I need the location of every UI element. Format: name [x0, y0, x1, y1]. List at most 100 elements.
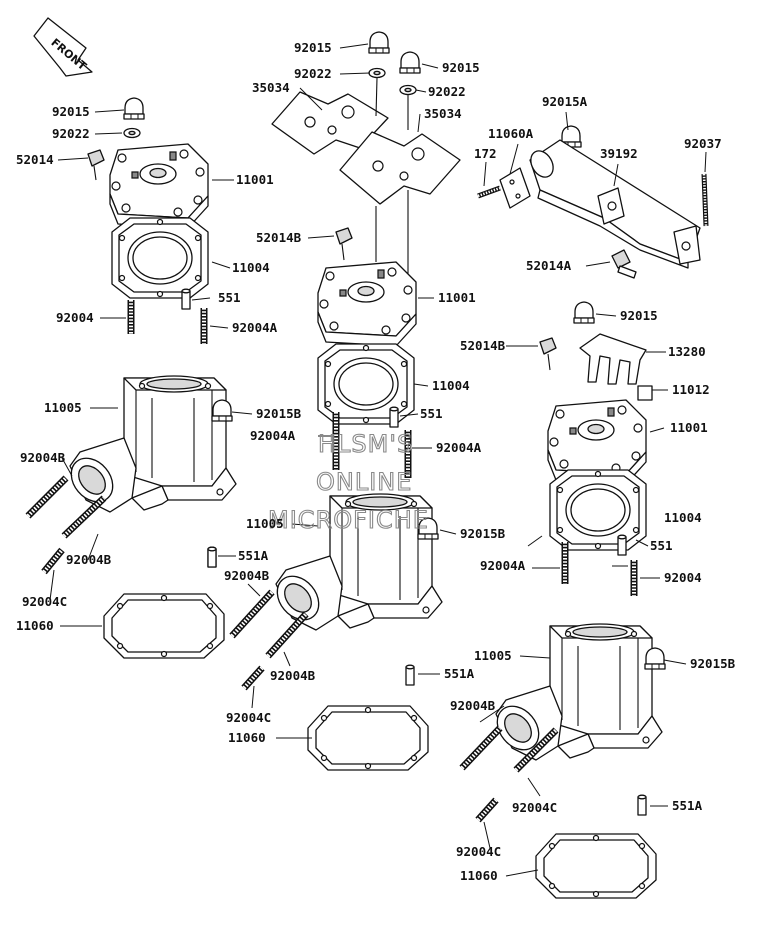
- watermark: HLSM'S ONLINE MICROFICHE: [267, 429, 428, 534]
- cap-nut-icon: [211, 399, 233, 422]
- part-label: 11060: [16, 618, 54, 633]
- part-label: 92022: [294, 66, 332, 81]
- part-label: 92004B: [224, 568, 270, 583]
- leader-line: [565, 111, 569, 131]
- leader-line: [87, 533, 99, 561]
- cap-nut-icon: [573, 301, 595, 324]
- leader-line: [61, 457, 73, 477]
- leader-line: [94, 132, 123, 135]
- cylinder-head-icon: [109, 143, 209, 229]
- leader-line: [191, 297, 211, 301]
- bleed-screw-icon: [335, 227, 353, 261]
- leader-line: [231, 411, 253, 415]
- leader-line: [251, 685, 255, 709]
- cylinder-block-icon: [62, 375, 237, 513]
- leader-line: [247, 583, 261, 597]
- part-label: 92022: [428, 84, 466, 99]
- long-stud-icon: [265, 611, 309, 659]
- part-label: 92004C: [226, 710, 271, 725]
- base-gasket-icon: [103, 593, 225, 659]
- part-label: 11004: [432, 378, 470, 393]
- right-cylinder-assembly: [459, 301, 666, 899]
- leader-line: [439, 529, 457, 535]
- short-stud-icon: [475, 797, 499, 823]
- part-label: 11060A: [488, 126, 534, 141]
- cap-nut-icon: [123, 97, 145, 120]
- part-label: 11005: [474, 648, 512, 663]
- sensor-icon: [637, 385, 653, 401]
- leader-line: [704, 151, 707, 173]
- leader-line: [421, 63, 439, 69]
- bolt-icon: [477, 185, 501, 199]
- leader-line: [649, 427, 665, 433]
- part-label: 92037: [684, 136, 722, 151]
- leader-line: [283, 651, 291, 667]
- part-label: 92004B: [450, 698, 496, 713]
- part-label: 52014B: [460, 338, 506, 353]
- leader-line: [483, 161, 487, 187]
- leader-line: [483, 821, 491, 849]
- part-label: 92004A: [480, 558, 526, 573]
- leader-line: [479, 705, 505, 723]
- leader-line: [635, 539, 649, 547]
- leader-line: [585, 261, 611, 267]
- washer-icon: [123, 127, 141, 139]
- leader-line: [291, 523, 319, 527]
- leader-line: [505, 869, 539, 877]
- left-cylinder-assembly: [25, 97, 237, 659]
- cylinder-head-icon: [317, 261, 417, 347]
- base-gasket-icon: [535, 833, 657, 899]
- part-label: 92015: [52, 104, 90, 119]
- leader-line: [299, 87, 323, 111]
- leader-line: [595, 313, 617, 317]
- part-label: 11001: [236, 172, 274, 187]
- part-label: 92015B: [460, 526, 506, 541]
- part-label: 92022: [52, 126, 90, 141]
- dowel-pin-icon: [637, 794, 647, 816]
- cap-nut-icon: [368, 31, 390, 54]
- part-label: 13280: [668, 344, 706, 359]
- part-label: 551: [218, 290, 241, 305]
- elbow-fitting-icon: [611, 249, 637, 279]
- part-label: 11004: [664, 510, 702, 525]
- part-label: 11060: [228, 730, 266, 745]
- bracket-icon: [579, 333, 647, 385]
- part-label: 92004C: [512, 800, 557, 815]
- part-label: 92004A: [232, 320, 278, 335]
- leader-line: [509, 143, 519, 175]
- head-cover-icon: [271, 91, 389, 155]
- part-label: 172: [474, 146, 497, 161]
- head-gasket-icon: [317, 343, 415, 425]
- part-label: 52014A: [526, 258, 572, 273]
- part-label: 92015A: [542, 94, 588, 109]
- part-label: 11005: [246, 516, 284, 531]
- part-label: 92015: [442, 60, 480, 75]
- leader-line: [527, 777, 541, 797]
- leader-line: [613, 163, 619, 187]
- bleed-screw-icon: [87, 149, 105, 181]
- part-label: 35034: [424, 106, 462, 121]
- long-bolt-icon: [701, 173, 709, 227]
- cap-nut-icon: [399, 51, 421, 74]
- leader-line: [519, 655, 551, 659]
- leader-line: [211, 261, 231, 269]
- head-gasket-icon: [549, 469, 647, 551]
- dowel-pin-icon: [617, 534, 627, 556]
- dowel-pin-icon: [181, 288, 191, 310]
- part-label: 35034: [252, 80, 290, 95]
- part-label: 11060: [460, 868, 498, 883]
- dowel-pin-icon: [405, 664, 415, 686]
- part-label: 92015: [620, 308, 658, 323]
- leader-line: [527, 535, 543, 547]
- leader-line: [339, 72, 371, 75]
- part-label: 92015: [294, 40, 332, 55]
- leader-line: [49, 569, 55, 601]
- long-stud-icon: [229, 589, 275, 639]
- part-label: 92015B: [256, 406, 302, 421]
- long-stud-icon: [25, 475, 69, 519]
- front-arrow-icon: FRONT: [33, 17, 93, 77]
- leader-line: [413, 383, 429, 387]
- middle-cylinder-assembly: [207, 31, 461, 771]
- watermark-line-1: HLSM'S: [318, 430, 413, 458]
- part-labels: 92015 92022 52014 11001 11004 92004 551 …: [16, 40, 736, 883]
